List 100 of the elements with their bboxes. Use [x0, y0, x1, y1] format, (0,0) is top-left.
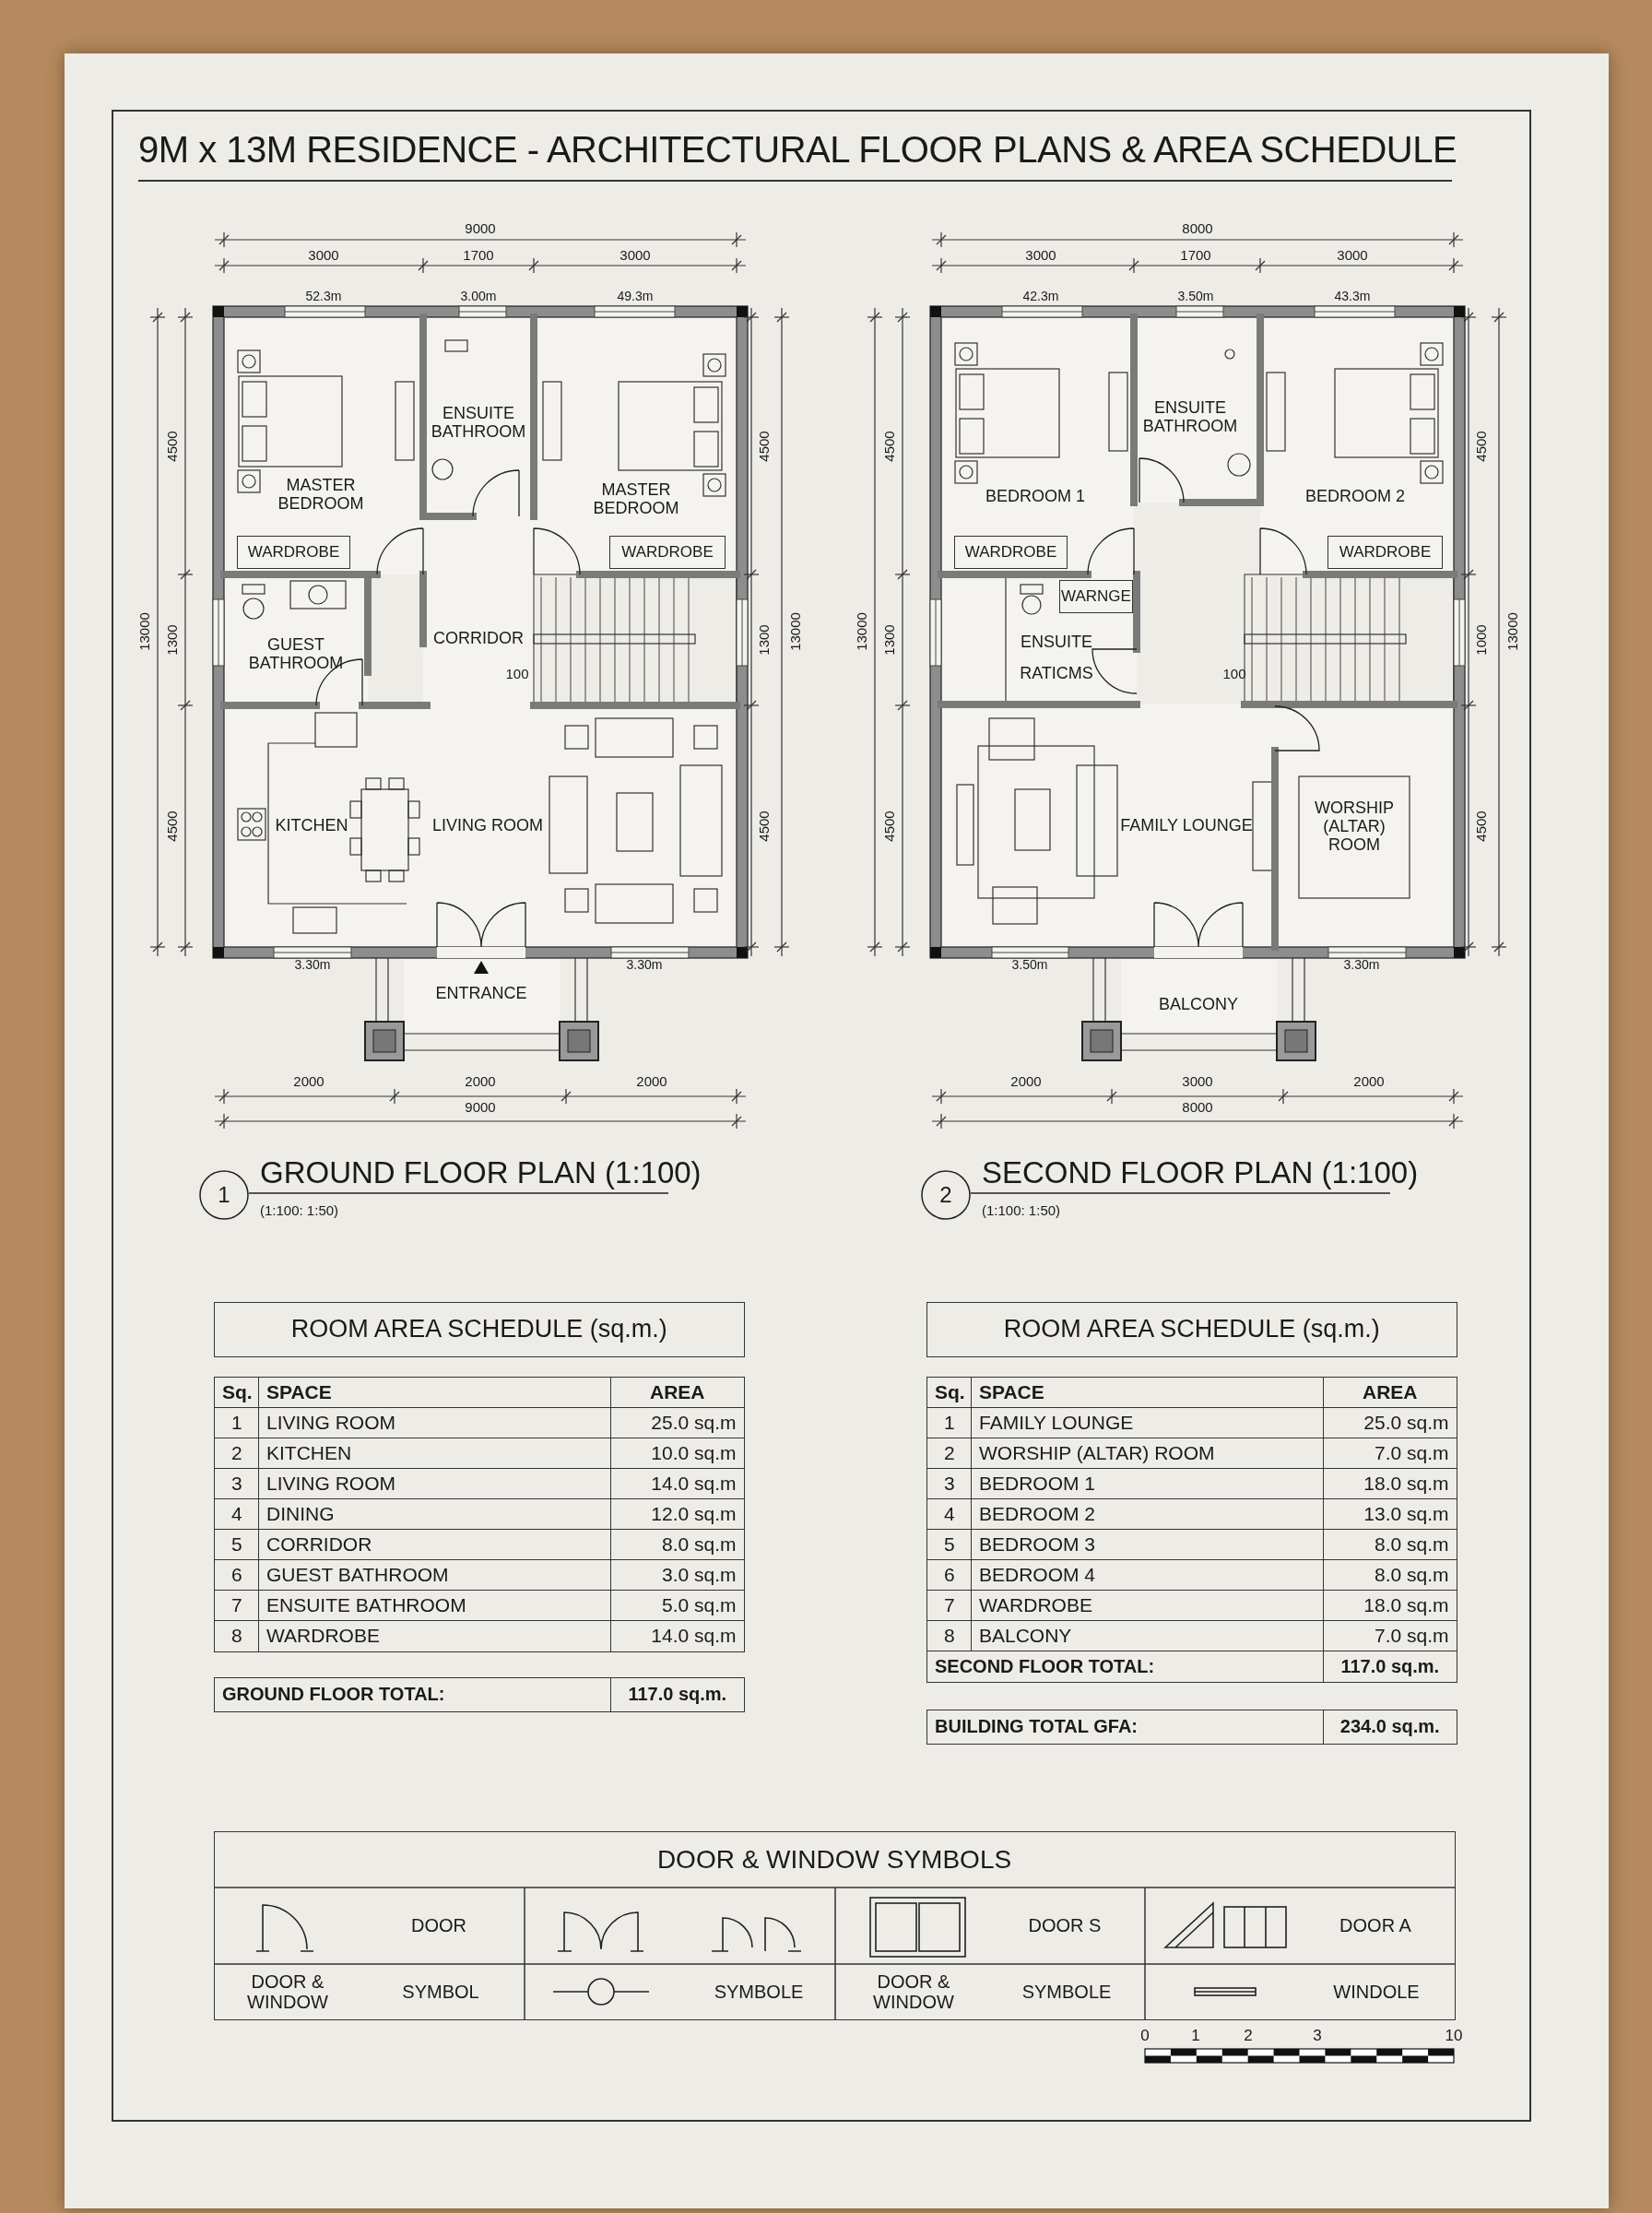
table-cell: 2 — [214, 1438, 260, 1470]
dimension-text: 1300 — [164, 624, 181, 656]
table-header-cell: AREA — [610, 1377, 745, 1409]
table-cell: 8.0 sq.m — [1323, 1559, 1457, 1592]
table-cell: 3 — [926, 1468, 973, 1500]
dimension-text: 3000 — [1025, 247, 1056, 264]
legend-title: DOOR & WINDOW SYMBOLS — [656, 1845, 1012, 1875]
table-cell: 3.0 sq.m — [610, 1559, 745, 1592]
symbol-label: SYMBOL — [402, 1982, 479, 2002]
dimension-text: 4500 — [881, 811, 898, 842]
symbol-label: WINDOLE — [1333, 1982, 1420, 2002]
dimension-text: 13000 — [787, 612, 804, 651]
table-cell: BALCONY — [971, 1620, 1325, 1652]
table-cell: 5 — [214, 1529, 260, 1561]
scale-number: 3 — [1313, 2027, 1322, 2045]
plan-number: 1 — [218, 1182, 230, 1208]
table-cell: 25.0 sq.m — [610, 1407, 745, 1439]
dimension-text: 4500 — [756, 431, 773, 462]
dimension-text: 3.50m — [1011, 958, 1048, 973]
scale-number: 1 — [1191, 2027, 1200, 2045]
table-cell: 13.0 sq.m — [1323, 1498, 1457, 1531]
dimension-text: 4500 — [164, 811, 181, 842]
table-title: ROOM AREA SCHEDULE (sq.m.) — [214, 1302, 745, 1357]
dimension-text: 2000 — [636, 1073, 667, 1090]
stair-level-label: 100 — [505, 666, 529, 682]
scale-note: (1:100: 1:50) — [260, 1202, 339, 1219]
room-label: LIVING ROOM — [432, 817, 543, 835]
table-title: ROOM AREA SCHEDULE (sq.m.) — [926, 1302, 1457, 1357]
table-cell: 4 — [214, 1498, 260, 1531]
dimension-text: 3.30m — [294, 958, 331, 973]
room-floor — [1121, 959, 1277, 1033]
dimension-text: 1700 — [463, 247, 494, 264]
table-cell: WARDROBE — [258, 1620, 612, 1652]
dimension-text: 43.3m — [1334, 290, 1371, 304]
dimension-text: 2000 — [1010, 1073, 1042, 1090]
table-cell: 8.0 sq.m — [610, 1529, 745, 1561]
total-cell: BUILDING TOTAL GFA: — [926, 1710, 1325, 1745]
table-cell: 6 — [926, 1559, 973, 1592]
room-label: KITCHEN — [275, 817, 348, 835]
table-cell: KITCHEN — [258, 1438, 612, 1470]
table-cell: 2 — [926, 1438, 973, 1470]
table-cell: WORSHIP (ALTAR) ROOM — [971, 1438, 1325, 1470]
dimension-text: 3000 — [1337, 247, 1368, 264]
room-label: ENSUITE RATICMS — [1019, 631, 1094, 684]
dimension-text: 3.50m — [1177, 290, 1214, 304]
table-cell: LIVING ROOM — [258, 1407, 612, 1439]
wardrobe-box: WARDROBE — [954, 536, 1068, 569]
table-cell: BEDROOM 2 — [971, 1498, 1325, 1531]
table-cell: BEDROOM 1 — [971, 1468, 1325, 1500]
room-label: BEDROOM 1 — [985, 488, 1085, 506]
table-cell: BEDROOM 3 — [971, 1529, 1325, 1561]
table-header-cell: SPACE — [971, 1377, 1325, 1409]
table-cell: 14.0 sq.m — [610, 1468, 745, 1500]
room-label: WORSHIP (ALTAR) ROOM — [1314, 799, 1395, 855]
table-cell: 3 — [214, 1468, 260, 1500]
room-label: BEDROOM 2 — [1305, 488, 1405, 506]
symbol-label: DOOR & WINDOW — [246, 1971, 329, 2012]
scale-number: 10 — [1445, 2027, 1463, 2045]
page-title: 9M x 13M RESIDENCE - ARCHITECTURAL FLOOR PLANS & AREA SCHEDULE — [138, 129, 1457, 171]
dimension-text: 9000 — [465, 1099, 496, 1116]
dimension-text: 4500 — [164, 431, 181, 462]
table-header-cell: Sq. — [214, 1377, 260, 1409]
plan-title: SECOND FLOOR PLAN (1:100) — [982, 1155, 1419, 1190]
scale-number: 0 — [1140, 2027, 1150, 2045]
dimension-text: 3000 — [620, 247, 651, 264]
dimension-text: 2000 — [293, 1073, 324, 1090]
room-label: MASTER BEDROOM — [277, 477, 365, 514]
table-cell: GUEST BATHROOM — [258, 1559, 612, 1592]
dimension-text: 1300 — [756, 624, 773, 656]
table-cell: 5 — [926, 1529, 973, 1561]
dimension-text: 3.00m — [460, 290, 497, 304]
table-cell: ENSUITE BATHROOM — [258, 1590, 612, 1622]
room-label: MASTER BEDROOM — [592, 481, 680, 518]
scale-note: (1:100: 1:50) — [982, 1202, 1061, 1219]
dimension-text: 1000 — [1473, 624, 1490, 656]
table-header-cell: SPACE — [258, 1377, 612, 1409]
room-label: ENSUITE BATHROOM — [1141, 399, 1239, 436]
room-label: FAMILY LOUNGE — [1120, 817, 1253, 835]
dimension-text: 42.3m — [1022, 290, 1059, 304]
table-cell: CORRIDOR — [258, 1529, 612, 1561]
table-cell: 18.0 sq.m — [1323, 1590, 1457, 1622]
dimension-text: 2000 — [465, 1073, 496, 1090]
table-cell: 5.0 sq.m — [610, 1590, 745, 1622]
table-cell: 10.0 sq.m — [610, 1438, 745, 1470]
table-cell: 7 — [926, 1590, 973, 1622]
table-cell: 12.0 sq.m — [610, 1498, 745, 1531]
symbol-label: DOOR A — [1339, 1915, 1411, 1935]
table-cell: BEDROOM 4 — [971, 1559, 1325, 1592]
wardrobe-box: WARDROBE — [237, 536, 350, 569]
dimension-text: 52.3m — [305, 290, 342, 304]
dimension-text: 9000 — [465, 220, 496, 237]
table-cell: 7.0 sq.m — [1323, 1620, 1457, 1652]
wardrobe-box: WARDROBE — [1328, 536, 1443, 569]
symbol-label: DOOR S — [1028, 1915, 1102, 1935]
total-cell: 117.0 sq.m. — [1323, 1651, 1457, 1683]
room-label: ENSUITE BATHROOM — [430, 405, 527, 442]
plan-number: 2 — [939, 1182, 952, 1208]
symbol-label: DOOR — [411, 1915, 466, 1935]
wardrobe-box: WARNGE — [1059, 580, 1133, 613]
table-cell: FAMILY LOUNGE — [971, 1407, 1325, 1439]
